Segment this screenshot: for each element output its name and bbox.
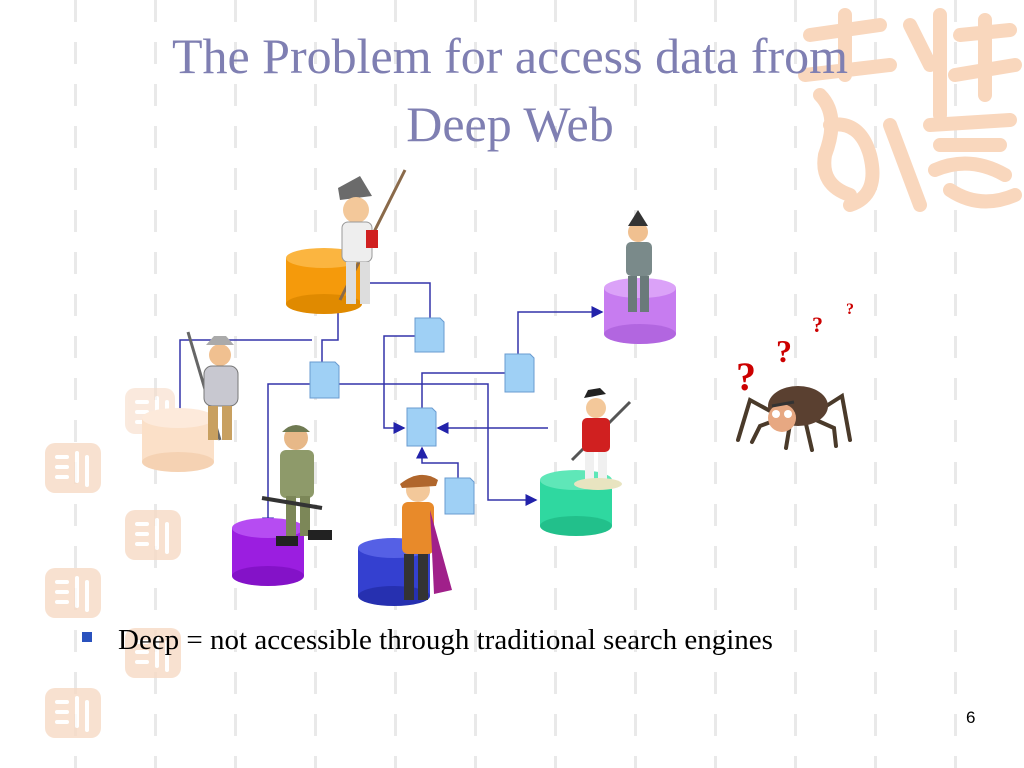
prussian-soldier-icon [626,210,652,312]
document-icon [444,477,475,515]
title-line-1: The Problem for access data from [171,28,849,84]
seal-icon [125,510,181,560]
seal-icon [45,568,101,618]
slide-title: The Problem for access data from Deep We… [60,22,960,158]
document-icon [309,361,340,399]
document-icon [504,353,535,393]
conquistador-soldier-icon [186,331,239,441]
seal-icon [45,688,101,738]
musketeer-soldier-icon [400,474,452,600]
question-mark-icon: ? [736,354,756,399]
slide-number: 6 [966,708,976,727]
infantry-soldier-icon [261,425,332,546]
calligraphy-watermark-icon [798,8,1022,212]
bullet-square-icon [82,631,92,642]
document-icon [414,317,445,353]
document-icon [406,407,437,447]
question-mark-icon: ? [812,312,823,337]
documents [309,317,535,515]
seal-icon [45,443,101,493]
grenadier-soldier-icon [338,169,407,304]
title-line-2: Deep Web [406,96,614,152]
question-mark-icon: ? [846,301,854,318]
database-peach [142,408,214,472]
redcoat-soldier-icon [570,388,632,490]
bullet-text: Deep = not accessible through traditiona… [118,624,773,656]
spider-crawler-icon [736,386,852,452]
bullet-item: Deep = not accessible through traditiona… [82,624,773,657]
question-mark-icon: ? [776,333,792,369]
seal-icon [125,628,181,678]
connection-lines [174,282,604,530]
